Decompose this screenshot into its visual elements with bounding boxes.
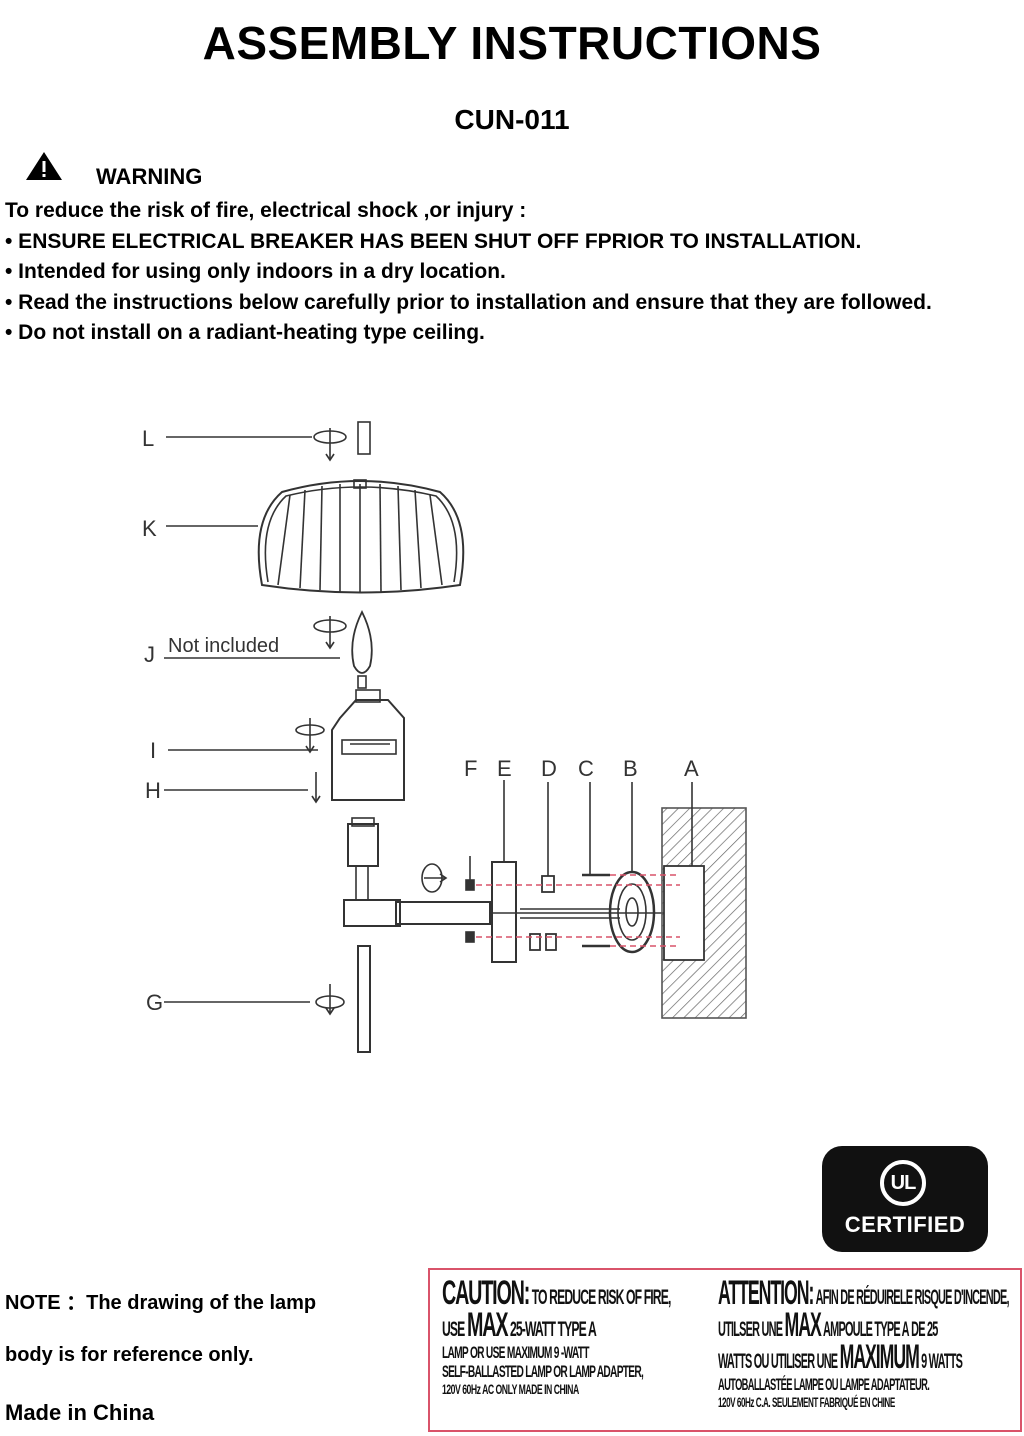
caution-en: CAUTION: TO REDUCE RISK OF FIRE, USE MAX… — [442, 1276, 722, 1396]
label-D: D — [541, 756, 557, 781]
caution-text: WATTS OU UTILISER UNE — [718, 1350, 838, 1373]
label-I: I — [150, 738, 156, 763]
caution-max: MAX — [467, 1306, 508, 1344]
page-title: ASSEMBLY INSTRUCTIONS — [202, 17, 822, 69]
caution-text: 120V 60Hz C.A. SEULEMENT FABRIQUÉ EN CHI… — [718, 1394, 895, 1410]
caution-heading: ATTENTION: — [718, 1274, 814, 1312]
caution-label: CAUTION: TO REDUCE RISK OF FIRE, USE MAX… — [428, 1268, 1022, 1432]
caution-fr: ATTENTION: AFIN DE RÉDUIRELE RISQUE D'IN… — [718, 1276, 1018, 1409]
caution-max: MAX — [784, 1306, 822, 1344]
caution-heading: CAUTION: — [442, 1274, 530, 1312]
caution-text: AUTOBALLASTÉE LAMPE OU LAMPE ADAPTATEUR. — [718, 1375, 930, 1394]
ul-logo: UL — [880, 1160, 926, 1206]
not-included-label: Not included — [168, 635, 279, 657]
warning-line: • Intended for using only indoors in a d… — [5, 260, 506, 283]
assembly-diagram: L K J Not included I H G F E D C B A — [142, 421, 747, 1053]
caution-text: LAMP OR USE MAXIMUM 9 -WATT — [442, 1343, 590, 1362]
caution-text: 9 WATTS — [921, 1350, 963, 1373]
model-number: CUN-011 — [454, 104, 570, 135]
caution-text: DE 25 — [911, 1318, 938, 1341]
label-E: E — [497, 756, 512, 781]
caution-text: TO REDUCE RISK OF FIRE, — [531, 1286, 672, 1309]
warning-line: • Read the instructions below carefully … — [5, 290, 932, 314]
caution-text: SELF-BALLASTED LAMP OR LAMP ADAPTER, — [442, 1362, 644, 1381]
label-J: J — [144, 642, 155, 667]
warning-text: To reduce the risk of fire, electrical s… — [5, 196, 1020, 349]
ul-certified-text: CERTIFIED — [844, 1212, 966, 1237]
warning-line: • ENSURE ELECTRICAL BREAKER HAS BEEN SHU… — [5, 229, 862, 253]
junction-box-part — [663, 865, 705, 961]
caution-text: AFIN DE RÉDUIRELE RISQUE D'INCENDE, — [815, 1286, 1010, 1309]
mounting-plate-part — [608, 870, 656, 954]
ul-certified-badge: UL CERTIFIED — [822, 1146, 988, 1252]
label-G: G — [146, 990, 163, 1015]
label-A: A — [684, 756, 699, 781]
made-in-china: Made in China — [5, 1400, 155, 1425]
label-H: H — [145, 778, 161, 803]
caution-text: 25-WATT TYPE A — [509, 1318, 597, 1341]
caution-text: AMPOULE TYPE A — [823, 1318, 910, 1341]
caution-text: UTILSER UNE — [718, 1318, 783, 1341]
rod-part — [357, 945, 371, 1053]
caution-text: USE — [442, 1318, 465, 1341]
warning-label: WARNING — [96, 164, 203, 189]
canopy-part — [491, 861, 517, 963]
arm-part — [343, 817, 700, 927]
warning-triangle-icon — [26, 152, 62, 180]
bulb-part — [351, 609, 373, 689]
label-L: L — [142, 426, 154, 451]
warning-line: • Do not install on a radiant-heating ty… — [5, 321, 485, 344]
finial-part — [357, 421, 371, 455]
warning-line: To reduce the risk of fire, electrical s… — [5, 199, 527, 222]
label-F: F — [464, 756, 477, 781]
caution-max: MAXIMUM — [839, 1338, 920, 1376]
note-line: NOTE ：The drawing of the lamp — [5, 1292, 317, 1314]
label-C: C — [578, 756, 594, 781]
caution-text: 120V 60Hz AC ONLY MADE IN CHINA — [442, 1381, 579, 1397]
label-B: B — [623, 756, 638, 781]
socket-cover-part — [331, 689, 405, 801]
label-K: K — [142, 516, 157, 541]
note-line: body is for reference only. — [5, 1344, 254, 1366]
cage-shade-part — [257, 479, 465, 594]
